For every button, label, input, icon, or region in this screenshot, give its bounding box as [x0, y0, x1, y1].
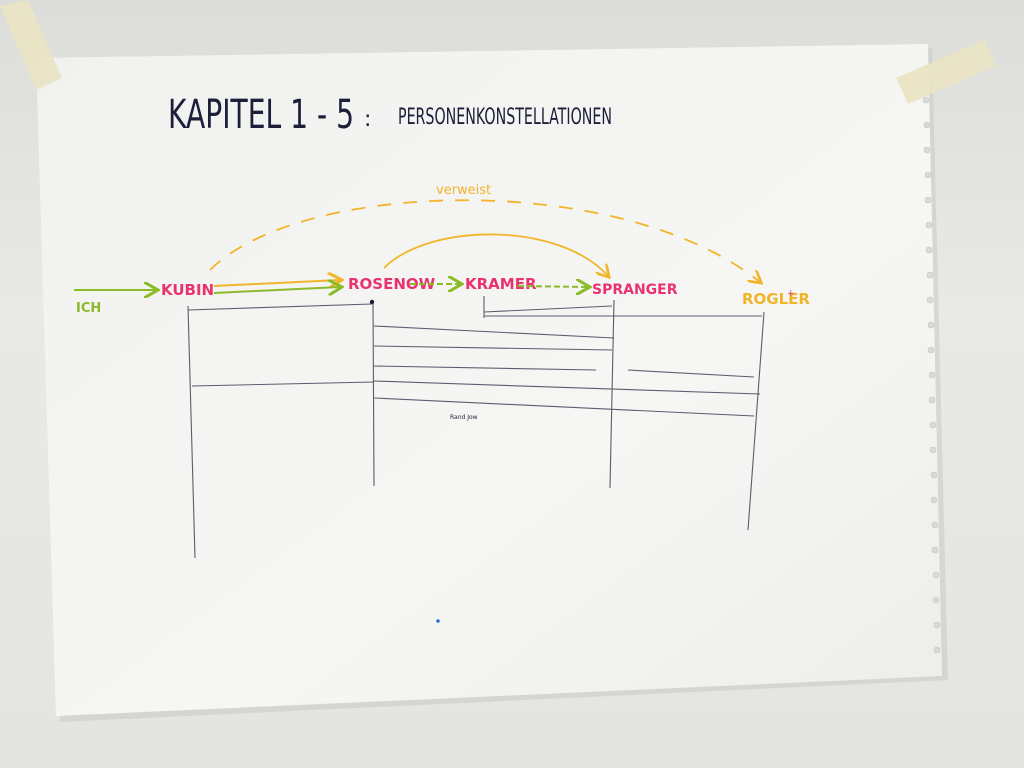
rogler-mark: +	[787, 289, 795, 299]
arrow-kubin-rosenow-yellow	[213, 280, 340, 286]
lifeline-spranger	[609, 299, 615, 489]
arrow-kubin-rosenow-green	[213, 287, 340, 293]
name-kubin: KUBIN	[161, 281, 214, 299]
title-separator: :	[364, 107, 371, 132]
dot-rosenow	[369, 299, 375, 305]
title-chapter: KAPITEL 1 - 5	[168, 92, 354, 138]
lifeline-rogler	[747, 311, 765, 531]
perforation-holes	[922, 96, 941, 654]
blue-ink-dot	[436, 619, 440, 623]
name-kramer: KRAMER	[465, 275, 537, 293]
lifeline-rosenow	[372, 299, 375, 487]
label-verweist: verweist	[436, 183, 491, 198]
small-note: Rand Jow	[450, 414, 478, 421]
name-rosenow: ROSENOW	[348, 275, 436, 293]
lifeline-kubin	[187, 305, 196, 559]
name-spranger: SPRANGER	[592, 282, 678, 298]
lifelines	[187, 296, 765, 559]
tape-top-left	[0, 0, 62, 90]
label-ich: ICH	[76, 301, 101, 316]
paper-sheet	[36, 44, 942, 716]
arc-rosenow-spranger	[383, 233, 608, 276]
dashed-arc-verweist	[209, 199, 760, 282]
tape-top-right	[896, 40, 996, 104]
relation-lines	[187, 303, 762, 417]
arrow-kramer-spranger	[517, 286, 588, 287]
title-subject: PERSONENKONSTELLATIONEN	[398, 105, 612, 130]
name-rogler: ROGLER	[742, 290, 810, 308]
